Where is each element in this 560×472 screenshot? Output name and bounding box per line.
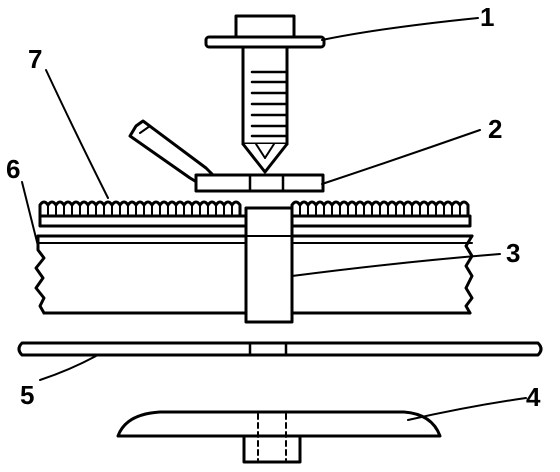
screw-part-1 — [204, 14, 326, 174]
screw-threads — [250, 70, 289, 138]
fastener-stem — [242, 434, 302, 464]
leader-7 — [45, 69, 109, 199]
spacer-part-3 — [244, 206, 294, 324]
callout-labels: 1 2 3 4 5 6 7 — [6, 2, 541, 412]
retainer-base — [194, 173, 325, 193]
leader-1 — [321, 17, 479, 41]
screw-head — [234, 14, 296, 40]
callout-3: 3 — [506, 238, 520, 268]
leader-3 — [291, 253, 501, 277]
retainer-clip-part-2 — [128, 119, 325, 193]
callout-4: 4 — [526, 382, 541, 412]
leader-4 — [407, 397, 527, 421]
leader-6 — [21, 181, 39, 247]
callout-7: 7 — [28, 44, 42, 74]
leader-5 — [39, 355, 97, 381]
panel-break-right — [464, 234, 474, 315]
base-fastener-part-4 — [116, 410, 442, 464]
leader-lines — [21, 17, 527, 421]
fastener-dome — [116, 410, 442, 438]
leader-2 — [321, 129, 481, 185]
callout-6: 6 — [6, 154, 20, 184]
washer-plate — [17, 341, 543, 357]
callout-2: 2 — [488, 114, 502, 144]
spacer-body — [244, 206, 294, 324]
callout-5: 5 — [20, 380, 34, 410]
screw-shank — [241, 45, 289, 146]
panel-break-left — [34, 234, 46, 315]
washer-plate-part-5 — [17, 341, 543, 357]
carpet-left — [38, 200, 242, 218]
callout-1: 1 — [480, 2, 494, 32]
